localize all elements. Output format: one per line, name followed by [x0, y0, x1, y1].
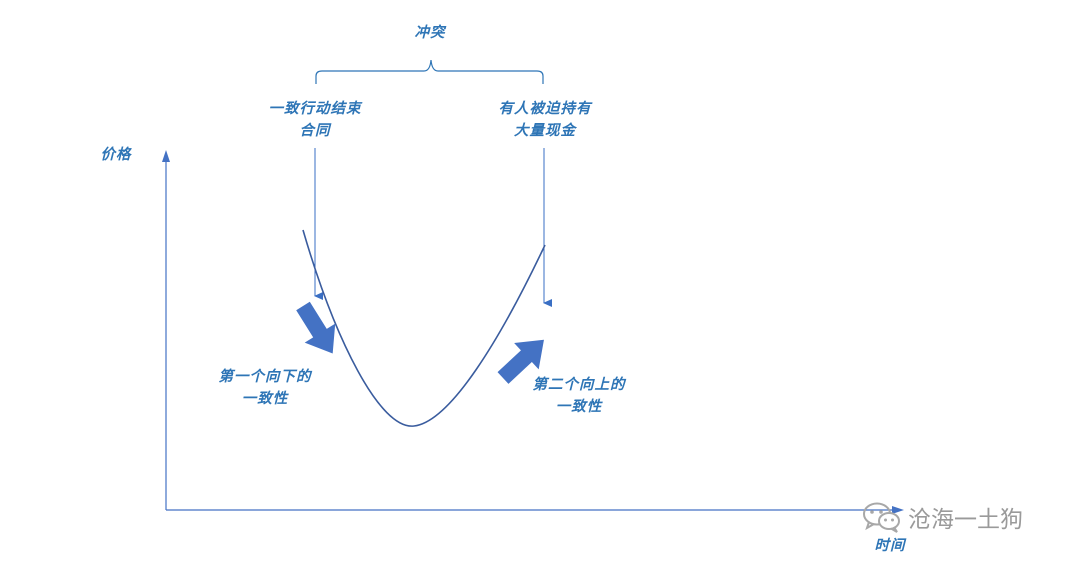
up-line2: 一致性	[555, 399, 603, 415]
right-note-line1: 有人被迫持有	[498, 101, 592, 117]
down-consensus-label: 第一个向下的 一致性	[200, 366, 330, 410]
down-line2: 一致性	[241, 391, 289, 407]
watermark-text: 沧海一土狗	[908, 507, 1023, 533]
left-note-line1: 一致行动结束	[268, 101, 362, 117]
right-note-label: 有人被迫持有 大量现金	[480, 98, 610, 142]
x-axis-arrowhead	[892, 506, 904, 514]
wechat-icon	[863, 502, 900, 533]
up-line1: 第二个向上的	[532, 377, 626, 393]
down-block-arrow	[296, 301, 336, 354]
conflict-brace	[315, 59, 544, 84]
left-note-label: 一致行动结束 合同	[250, 98, 380, 142]
left-note-line2: 合同	[299, 123, 331, 139]
right-note-line2: 大量现金	[514, 123, 576, 139]
watermark: 沧海一土狗	[862, 500, 1023, 534]
up-consensus-label: 第二个向上的 一致性	[514, 374, 644, 418]
x-axis-label: 时间	[874, 538, 906, 554]
price-curve	[302, 229, 546, 427]
up-block-arrow	[497, 339, 544, 384]
y-axis-arrowhead	[162, 150, 170, 162]
conflict-label: 冲突	[414, 25, 446, 41]
y-axis-label: 价格	[100, 147, 132, 163]
down-line1: 第一个向下的	[218, 369, 312, 385]
